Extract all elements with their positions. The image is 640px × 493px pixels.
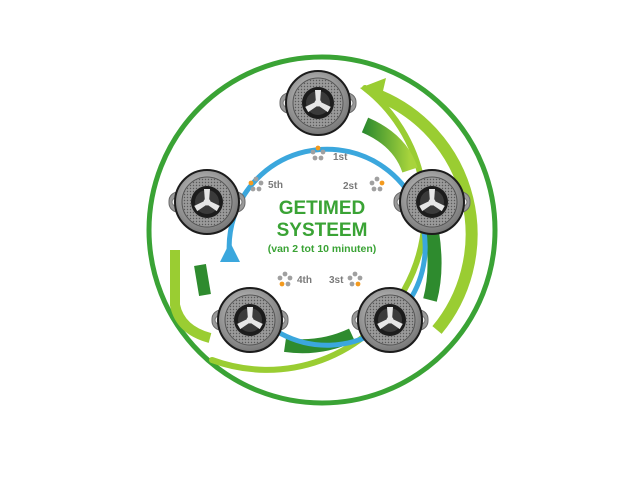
nozzle-dots-icon (369, 176, 385, 192)
sprinkler-head-icon (351, 287, 429, 353)
sprinkler-head-icon (211, 287, 289, 353)
sprinkler-head-icon (168, 169, 246, 235)
nozzle-dots-icon (248, 176, 264, 192)
outer-ring (146, 54, 498, 406)
nozzle-dots-icon (310, 145, 326, 161)
center-title-1: GETIMED (279, 198, 366, 219)
indicators (248, 145, 385, 287)
sprinkler-head-icon (393, 169, 471, 235)
center-title-2: SYSTEEM (277, 220, 368, 241)
sprinkler-head-icon (279, 70, 357, 136)
step-label-5: 5th (268, 180, 283, 191)
devices (168, 70, 471, 353)
nozzle-dots-icon (347, 271, 363, 287)
step-label-4: 4th (297, 275, 312, 286)
step-label-1: 1st (333, 152, 348, 163)
step-label-2: 2st (343, 181, 358, 192)
segment-arrows (170, 117, 442, 354)
nozzle-dots-icon (277, 271, 293, 287)
center-subtitle: (van 2 tot 10 minuten) (268, 243, 377, 255)
step-label-3: 3st (329, 275, 344, 286)
